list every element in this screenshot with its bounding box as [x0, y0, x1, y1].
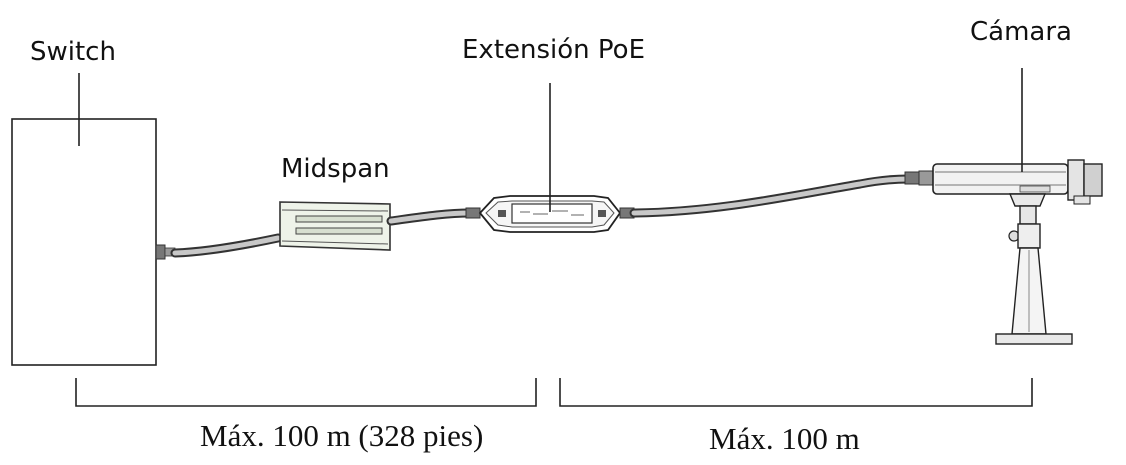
midspan-device [279, 201, 391, 251]
distance-label-2: Máx. 100 m [709, 421, 860, 456]
distance-label-1: Máx. 100 m (328 pies) [200, 418, 483, 453]
poe-extender-device [478, 195, 622, 233]
camera-label: Cámara [970, 17, 1072, 47]
cable-midspan-to-extender [386, 207, 481, 226]
cable-extender-to-camera [619, 170, 934, 219]
camera-device [932, 159, 1103, 345]
distance-bracket-1 [75, 378, 537, 407]
switch-device [11, 118, 176, 366]
extender-label: Extensión PoE [462, 35, 645, 65]
switch-label: Switch [30, 37, 116, 67]
cable-switch-to-midspan [170, 233, 283, 258]
distance-bracket-2 [559, 378, 1033, 407]
midspan-label: Midspan [281, 154, 390, 184]
